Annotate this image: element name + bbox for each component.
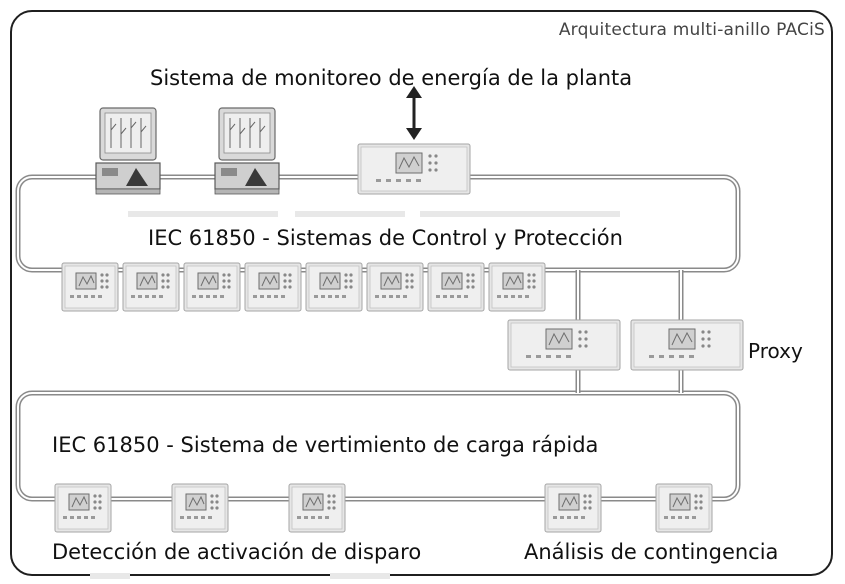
proxy-relay-2-icon (630, 319, 744, 371)
ring2-relay-3-icon (288, 483, 346, 533)
ring2-relay-2-icon (171, 483, 229, 533)
diagram-frame (10, 10, 833, 576)
double-arrow-icon (406, 86, 422, 140)
faint-artifacts (90, 211, 620, 579)
ring1-relay-2-icon (122, 262, 180, 312)
ring2-relay-1-icon (54, 483, 112, 533)
workstation-2-icon (214, 107, 280, 195)
ring1-label: IEC 61850 - Sistemas de Control y Protec… (148, 226, 623, 250)
diagram-title: Arquitectura multi-anillo PACiS (558, 20, 825, 40)
monitoring-system-label: Sistema de monitoreo de energía de la pl… (150, 66, 633, 90)
ring1-relay-5-icon (305, 262, 363, 312)
ring1-relay-4-icon (244, 262, 302, 312)
ring2-cable (15, 390, 741, 502)
proxy-label: Proxy (748, 339, 803, 363)
ring1-relay-8-icon (488, 262, 546, 312)
contingency-analysis-label: Análisis de contingencia (524, 540, 779, 564)
ring2-relay-5-icon (655, 483, 713, 533)
gateway-relay-icon (357, 143, 471, 195)
ring1-relay-7-icon (427, 262, 485, 312)
workstation-1-icon (95, 107, 161, 195)
ring2-label: IEC 61850 - Sistema de vertimiento de ca… (52, 433, 599, 457)
proxy-relay-1-icon (507, 319, 621, 371)
ring1-relay-6-icon (366, 262, 424, 312)
trip-detection-label: Detección de activación de disparo (52, 540, 422, 564)
ring1-relay-3-icon (183, 262, 241, 312)
ring2-relay-4-icon (544, 483, 602, 533)
ring1-relay-1-icon (61, 262, 119, 312)
